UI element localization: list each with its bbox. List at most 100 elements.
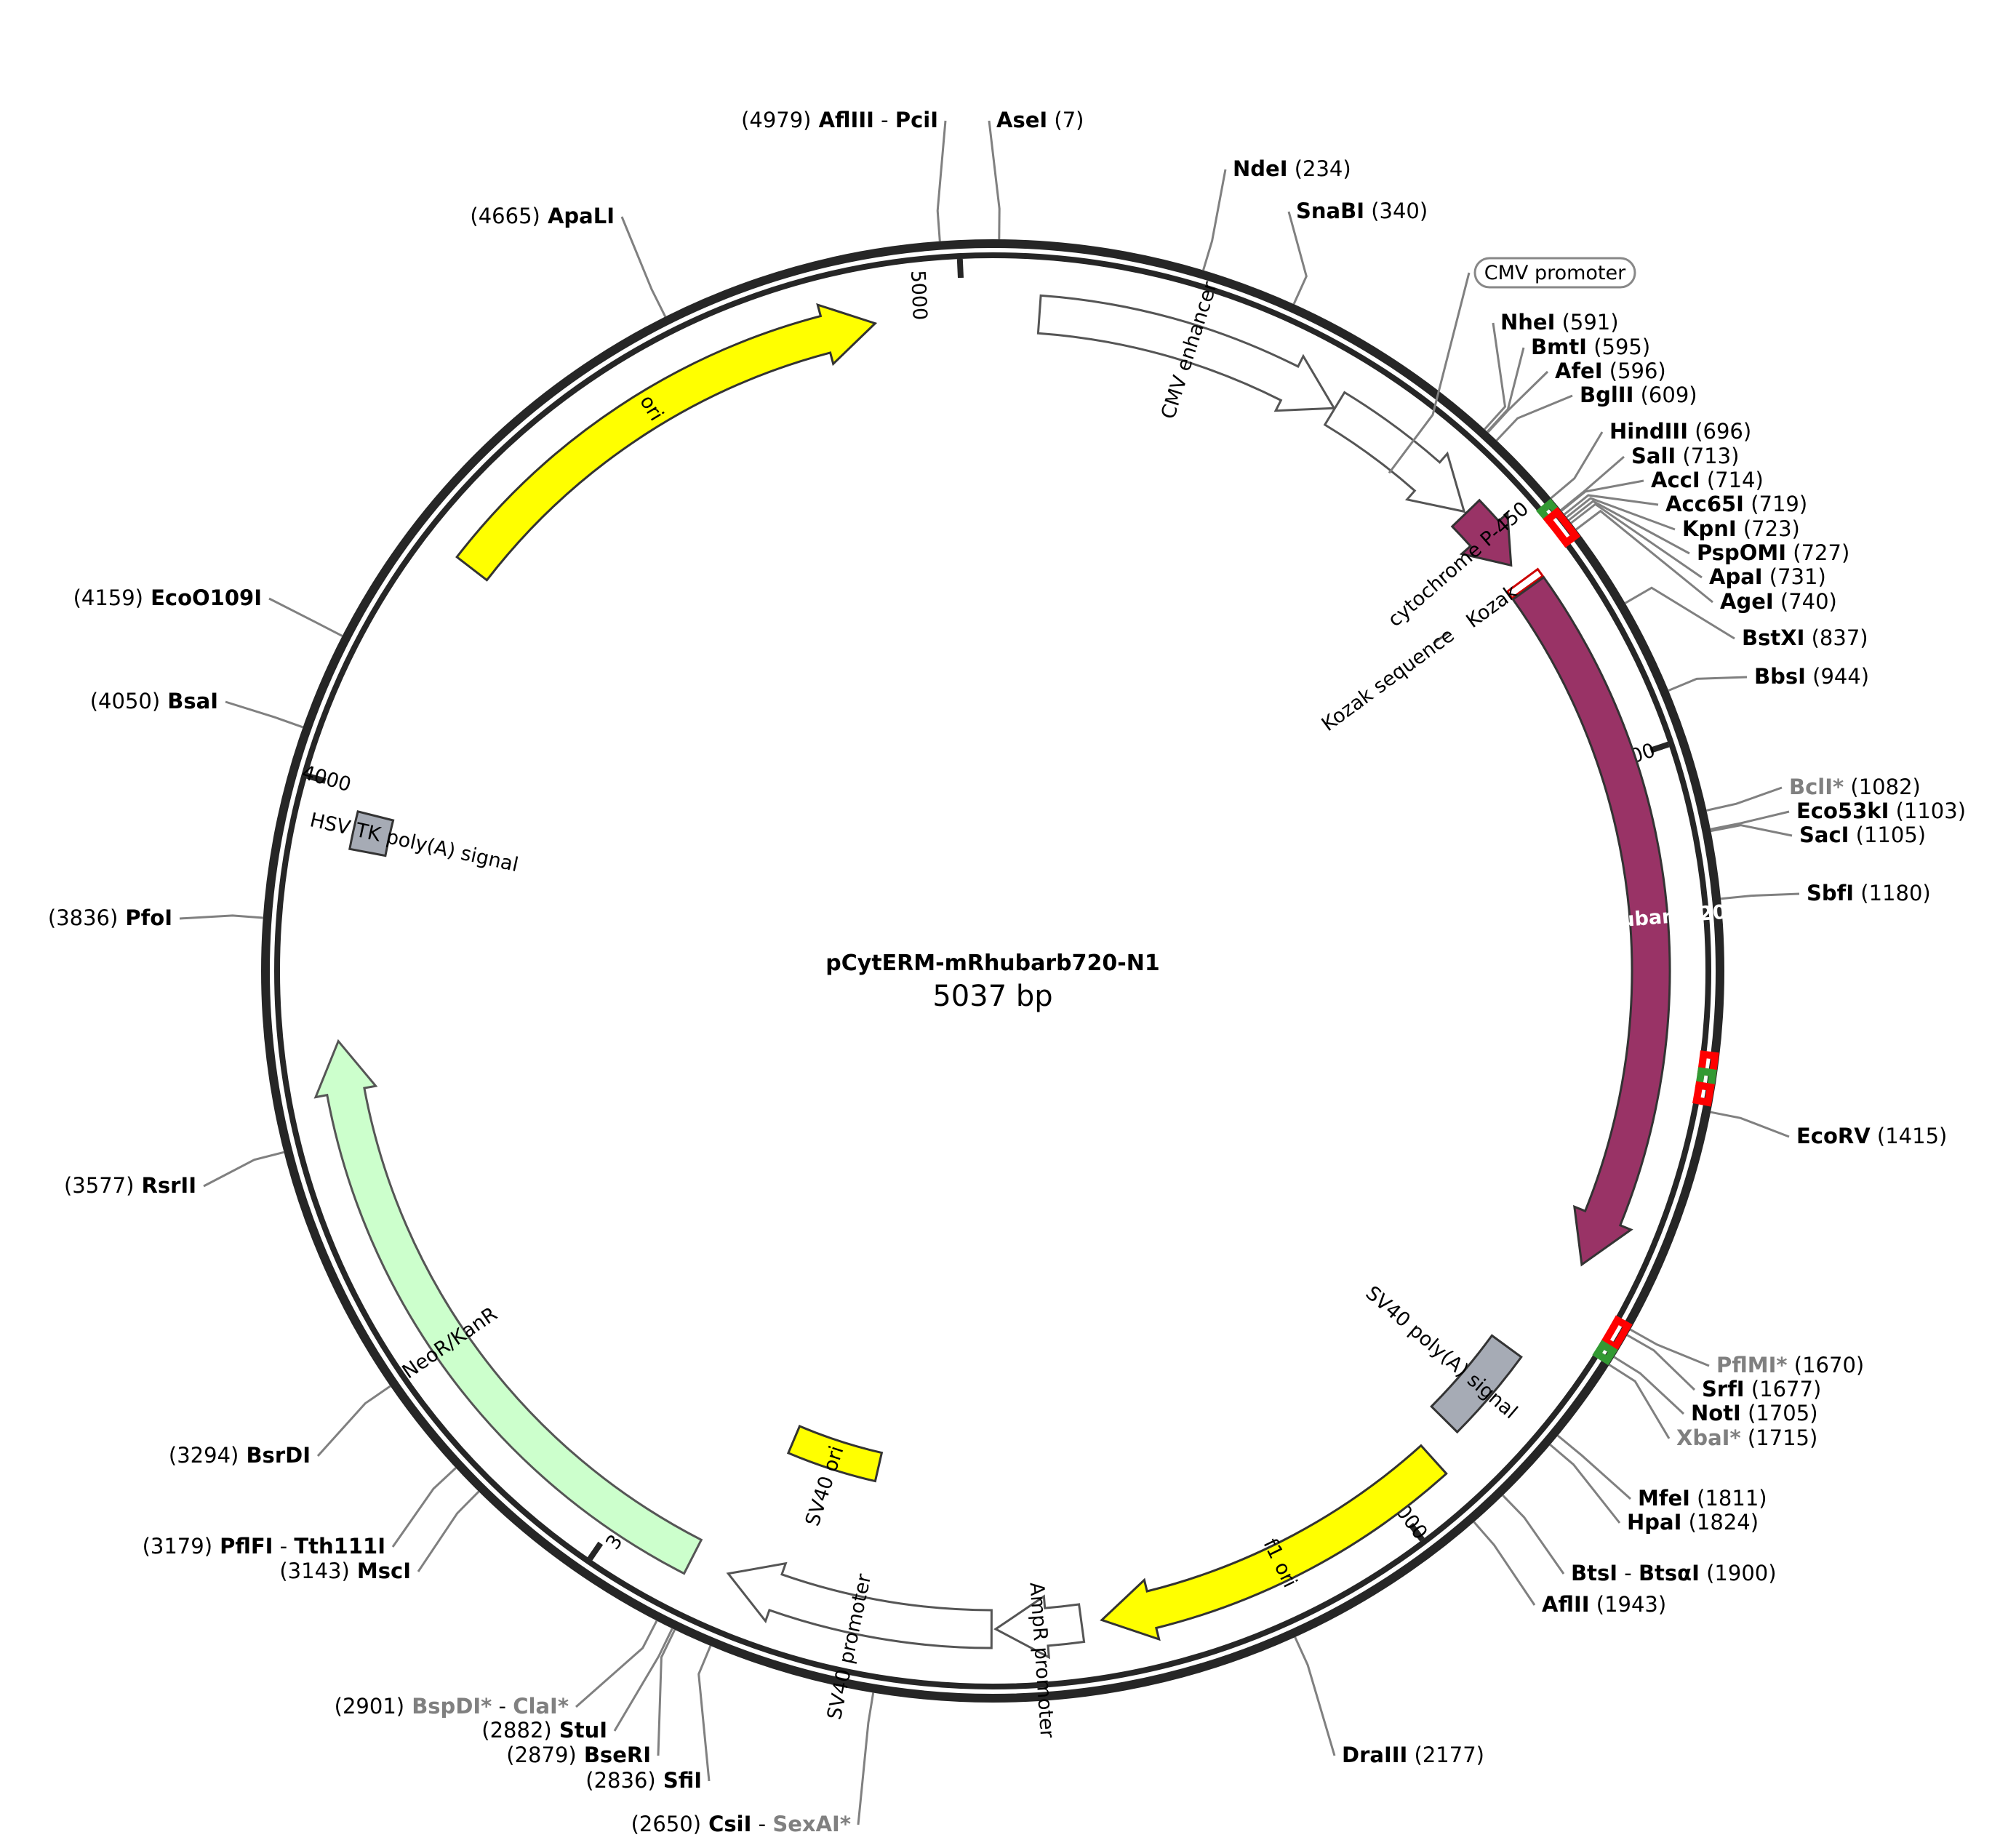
site-leader: [1706, 786, 1783, 812]
site-label: DraIII (2177): [1342, 1743, 1484, 1767]
site-label: (3179) PflFI - Tth111I: [143, 1534, 385, 1559]
backbone-ring: [261, 239, 1724, 1703]
site-leader: [1202, 169, 1227, 271]
feature-sv40-poly-a-signal: [1430, 1334, 1523, 1434]
site-label: SbfI (1180): [1807, 881, 1931, 905]
site-afliii-pcii: (4979) AflIII - PciI: [741, 108, 947, 241]
site-leader: [988, 120, 1001, 240]
feature-cmv-enhancer: [1036, 294, 1336, 412]
site-leader: [697, 1645, 712, 1782]
backbone-outer-strand: [261, 239, 1724, 1703]
site-mfei: MfeI (1811): [1557, 1434, 1767, 1511]
site-band: [1692, 1081, 1715, 1107]
site-leader: [1564, 494, 1659, 516]
site-label: SacI (1105): [1799, 823, 1926, 847]
tick-label-5000: 5000: [906, 270, 931, 321]
site-label: (3836) PfoI: [48, 905, 172, 930]
site-bseri: (2879) BseRI: [506, 1629, 676, 1767]
site-bstxi: BstXI (837): [1624, 586, 1868, 650]
site-apai: ApaI (731): [1570, 503, 1826, 589]
site-pfoi: (3836) PfoI: [48, 905, 263, 930]
site-leader: [857, 1692, 875, 1825]
backbone-inner-strand: [274, 252, 1711, 1689]
site-label: (3577) RsrII: [64, 1173, 196, 1198]
callout-line: [1388, 272, 1471, 474]
site-bspdi-clai: (2901) BspDI* - ClaI*: [335, 1620, 658, 1719]
site-leader: [268, 597, 343, 637]
site-noti: NotI (1705): [1613, 1356, 1818, 1425]
site-leader: [1484, 322, 1507, 431]
site-label: AfeI (596): [1555, 359, 1666, 383]
feature-sv40-promoter: [726, 1561, 993, 1649]
site-label: (4979) AflIII - PciI: [741, 108, 938, 132]
site-leader: [1287, 211, 1308, 305]
site-leader: [1575, 509, 1713, 604]
site-label: BmtI (595): [1531, 335, 1650, 359]
site-sfii: (2836) SfiI: [585, 1645, 712, 1793]
site-leader: [657, 1629, 676, 1756]
site-bsrdi: (3294) BsrDI: [169, 1385, 391, 1468]
site-label: AccI (714): [1651, 468, 1764, 492]
site-leader: [613, 1628, 673, 1732]
site-leader: [1566, 497, 1676, 531]
site-leader: [391, 1467, 457, 1548]
site-agei: AgeI (740): [1575, 509, 1837, 614]
site-csii-sexai: (2650) CsiI - SexAI*: [631, 1692, 875, 1836]
site-label: (2901) BspDI* - ClaI*: [335, 1694, 569, 1719]
site-leader: [1710, 810, 1790, 831]
site-snabi: SnaBI (340): [1287, 199, 1428, 305]
site-leader: [1710, 1111, 1790, 1138]
site-leader: [1630, 1328, 1710, 1367]
site-bcli: BclI* (1082): [1706, 775, 1921, 812]
site-hindiii: HindIII (696): [1550, 419, 1751, 500]
site-aflii: AflII (1943): [1473, 1521, 1666, 1617]
site-leader: [575, 1620, 658, 1708]
site-label: (2836) SfiI: [585, 1768, 702, 1793]
site-label: BglII (609): [1580, 383, 1697, 407]
feature-label-cmv-promoter: CMV promoter: [1484, 262, 1626, 284]
site-label: (4159) EcoO109I: [73, 585, 262, 610]
site-label: NotI (1705): [1691, 1401, 1818, 1425]
site-label: SnaBI (340): [1296, 199, 1428, 223]
site-label: Acc65I (719): [1665, 492, 1807, 516]
site-btsi-bts-i: BtsI - BtsαI (1900): [1502, 1495, 1777, 1585]
site-label: XbaI* (1715): [1676, 1425, 1817, 1450]
site-label: Eco53kI (1103): [1796, 799, 1966, 823]
feature-mrhubarb720: [1511, 575, 1671, 1267]
feature-hsv-tk-poly-a-signal: [348, 809, 395, 857]
site-label: AflII (1943): [1542, 1592, 1666, 1617]
site-eco53ki: Eco53kI (1103): [1710, 799, 1966, 831]
site-msci: (3143) MscI: [279, 1490, 480, 1583]
site-leader: [1711, 824, 1793, 837]
plasmid-name: pCytERM-mRhubarb720-N1: [825, 951, 1159, 976]
site-leader: [417, 1490, 480, 1572]
site-leader: [1568, 500, 1690, 555]
site-label: KpnI (723): [1682, 516, 1800, 541]
site-leader: [1570, 503, 1703, 579]
site-leader: [203, 1151, 284, 1188]
site-leader: [1720, 892, 1800, 900]
site-label: (4050) BsaI: [90, 689, 218, 713]
site-label: PflMI* (1670): [1716, 1353, 1864, 1377]
site-ecoo109i: (4159) EcoO109I: [73, 585, 343, 637]
site-label: BtsI - BtsαI (1900): [1571, 1561, 1777, 1585]
plasmid-size: 5037 bp: [932, 980, 1052, 1013]
site-leader: [1294, 1636, 1336, 1756]
tick-2000: [1408, 1522, 1425, 1542]
site-asei: AseI (7): [988, 108, 1084, 240]
site-apali: (4665) ApaLI: [470, 204, 667, 318]
tick-4000: [306, 772, 327, 784]
site-leader: [1549, 1444, 1621, 1524]
site-stui: (2882) StuI: [481, 1628, 673, 1743]
feature-kozak-sequence: [1433, 631, 1449, 644]
site-label: (4665) ApaLI: [470, 204, 615, 228]
site-label: AgeI (740): [1720, 589, 1837, 614]
site-leader: [1626, 1334, 1696, 1391]
site-hpai: HpaI (1824): [1549, 1444, 1759, 1535]
tick-3000: [587, 1541, 604, 1561]
site-band: [1592, 1340, 1618, 1366]
feature-neor-kanr: [313, 1039, 703, 1575]
site-label: (3143) MscI: [279, 1559, 411, 1583]
site-leader: [1561, 479, 1644, 512]
